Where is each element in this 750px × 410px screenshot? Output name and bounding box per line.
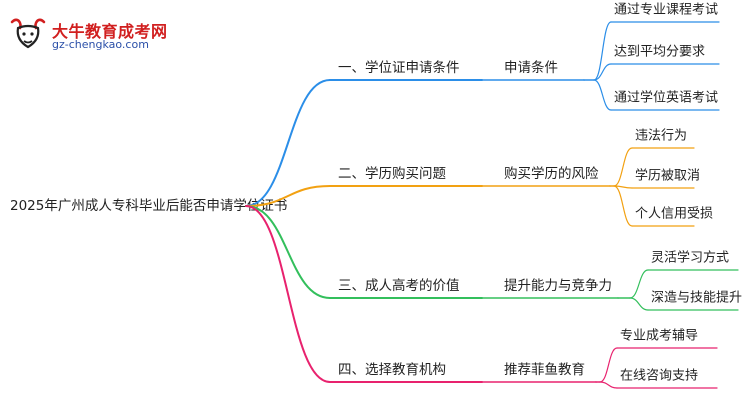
leaf-connector [629, 269, 649, 299]
root-topic: 2025年广州成人专科毕业后能否申请学位证书 [10, 198, 287, 214]
brand-url: gz-chengkao.com [52, 38, 149, 51]
leaf-connector [593, 21, 612, 81]
middle-label: 购买学历的风险 [504, 166, 599, 182]
branch-label: 三、成人高考的价值 [338, 277, 460, 294]
leaf-label: 通过专业课程考试 [614, 3, 718, 18]
branch-connector [245, 185, 331, 207]
leaf-connector [613, 185, 633, 227]
branch-connector [245, 79, 331, 207]
brand-logo: 大牛教育成考网 gz-chengkao.com [8, 10, 168, 54]
brand-name: 大牛教育成考网 [52, 22, 168, 41]
leaf-label: 通过学位英语考试 [614, 90, 718, 106]
branch-label: 一、学位证申请条件 [338, 59, 460, 76]
middle-label: 提升能力与竞争力 [504, 277, 612, 294]
middle-label: 推荐菲鱼教育 [504, 361, 585, 378]
branch-connector [245, 205, 331, 299]
leaf-label: 专业成考辅导 [620, 329, 698, 344]
leaf-connector [593, 63, 612, 81]
leaf-label: 违法行为 [635, 129, 687, 144]
leaf-label: 深造与技能提升 [651, 290, 742, 306]
leaf-label: 达到平均分要求 [614, 45, 705, 60]
leaf-label: 个人信用受损 [635, 207, 713, 222]
branch-label: 四、选择教育机构 [338, 362, 446, 378]
branch-label: 二、学历购买问题 [338, 166, 446, 182]
leaf-label: 在线咨询支持 [620, 369, 698, 384]
leaf-connector [593, 79, 612, 111]
leaf-connector [599, 381, 618, 389]
leaf-label: 学历被取消 [635, 168, 700, 184]
branch-connector [245, 205, 331, 383]
leaf-connector [599, 347, 618, 383]
leaf-connector [629, 297, 649, 311]
leaf-connector [613, 147, 633, 187]
ox-head-icon [10, 18, 46, 49]
leaf-label: 灵活学习方式 [651, 250, 729, 266]
middle-label: 申请条件 [504, 59, 558, 76]
